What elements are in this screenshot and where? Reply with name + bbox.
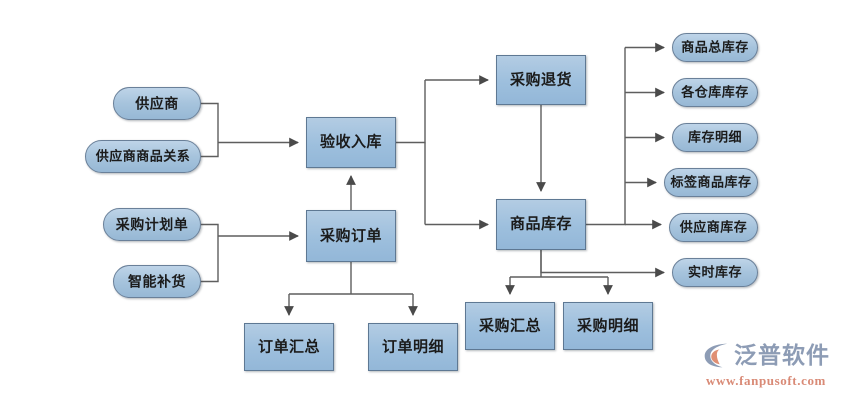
node-purchase-detail-label: 采购明细 <box>576 317 639 334</box>
node-purchase-summary-label: 采购汇总 <box>478 317 541 334</box>
brand-url: www.fanpusoft.com <box>706 373 826 388</box>
node-order-summary-label: 订单汇总 <box>257 338 320 355</box>
node-goods-inventory-label: 商品库存 <box>509 215 572 233</box>
node-stock-detail[interactable]: 库存明细 <box>672 123 758 152</box>
node-warehouse-stock[interactable]: 各仓库库存 <box>672 78 758 107</box>
node-realtime-stock-label: 实时库存 <box>687 264 742 280</box>
edge-receiving-bus <box>396 80 426 144</box>
edge-supplierrel-to-receiving <box>201 142 219 158</box>
node-order-detail[interactable]: 订单明细 <box>368 323 458 371</box>
node-purchase-order[interactable]: 采购订单 <box>306 210 396 262</box>
node-supplier-stock-label: 供应商库存 <box>679 219 748 235</box>
node-total-goods-stock[interactable]: 商品总库存 <box>672 33 758 62</box>
brand-watermark: 泛普软件 www.fanpusoft.com <box>700 340 838 398</box>
node-purchase-plan-label: 采购计划单 <box>115 216 189 232</box>
node-receiving-inbound[interactable]: 验收入库 <box>306 117 396 168</box>
node-label-goods-stock[interactable]: 标签商品库存 <box>664 168 758 197</box>
brand-row: 泛普软件 <box>700 340 830 370</box>
node-purchase-plan[interactable]: 采购计划单 <box>103 208 201 241</box>
node-purchase-return[interactable]: 采购退货 <box>496 55 586 105</box>
node-supplier-stock[interactable]: 供应商库存 <box>669 213 758 242</box>
swoosh-logo-icon <box>704 343 728 368</box>
node-supplier-label: 供应商 <box>135 95 179 111</box>
node-label-goods-stock-label: 标签商品库存 <box>670 174 752 190</box>
node-supplier-goods-relation-label: 供应商商品关系 <box>95 148 191 164</box>
node-total-goods-stock-label: 商品总库存 <box>681 39 749 55</box>
edge-plan-to-order <box>201 223 219 236</box>
node-purchase-detail[interactable]: 采购明细 <box>563 302 653 350</box>
node-receiving-inbound-label: 验收入库 <box>319 133 382 151</box>
edge-replenish-to-order <box>201 236 219 283</box>
node-supplier[interactable]: 供应商 <box>113 87 201 120</box>
node-stock-detail-label: 库存明细 <box>687 129 742 145</box>
node-smart-replenish[interactable]: 智能补货 <box>113 265 201 298</box>
node-purchase-summary[interactable]: 采购汇总 <box>465 302 555 350</box>
node-order-detail-label: 订单明细 <box>381 338 444 355</box>
edge-supplier-to-receiving <box>201 102 219 143</box>
node-purchase-return-label: 采购退货 <box>509 71 572 88</box>
node-smart-replenish-label: 智能补货 <box>128 273 186 289</box>
node-order-summary[interactable]: 订单汇总 <box>244 323 334 371</box>
node-warehouse-stock-label: 各仓库库存 <box>681 84 749 100</box>
node-supplier-goods-relation[interactable]: 供应商商品关系 <box>85 140 201 173</box>
node-goods-inventory[interactable]: 商品库存 <box>496 199 586 250</box>
node-realtime-stock[interactable]: 实时库存 <box>672 258 758 287</box>
brand-name: 泛普软件 <box>734 341 830 368</box>
edge-inventory-right-bus <box>586 47 626 226</box>
node-purchase-order-label: 采购订单 <box>319 227 382 244</box>
edge-inventory-to-realtime <box>540 250 665 278</box>
